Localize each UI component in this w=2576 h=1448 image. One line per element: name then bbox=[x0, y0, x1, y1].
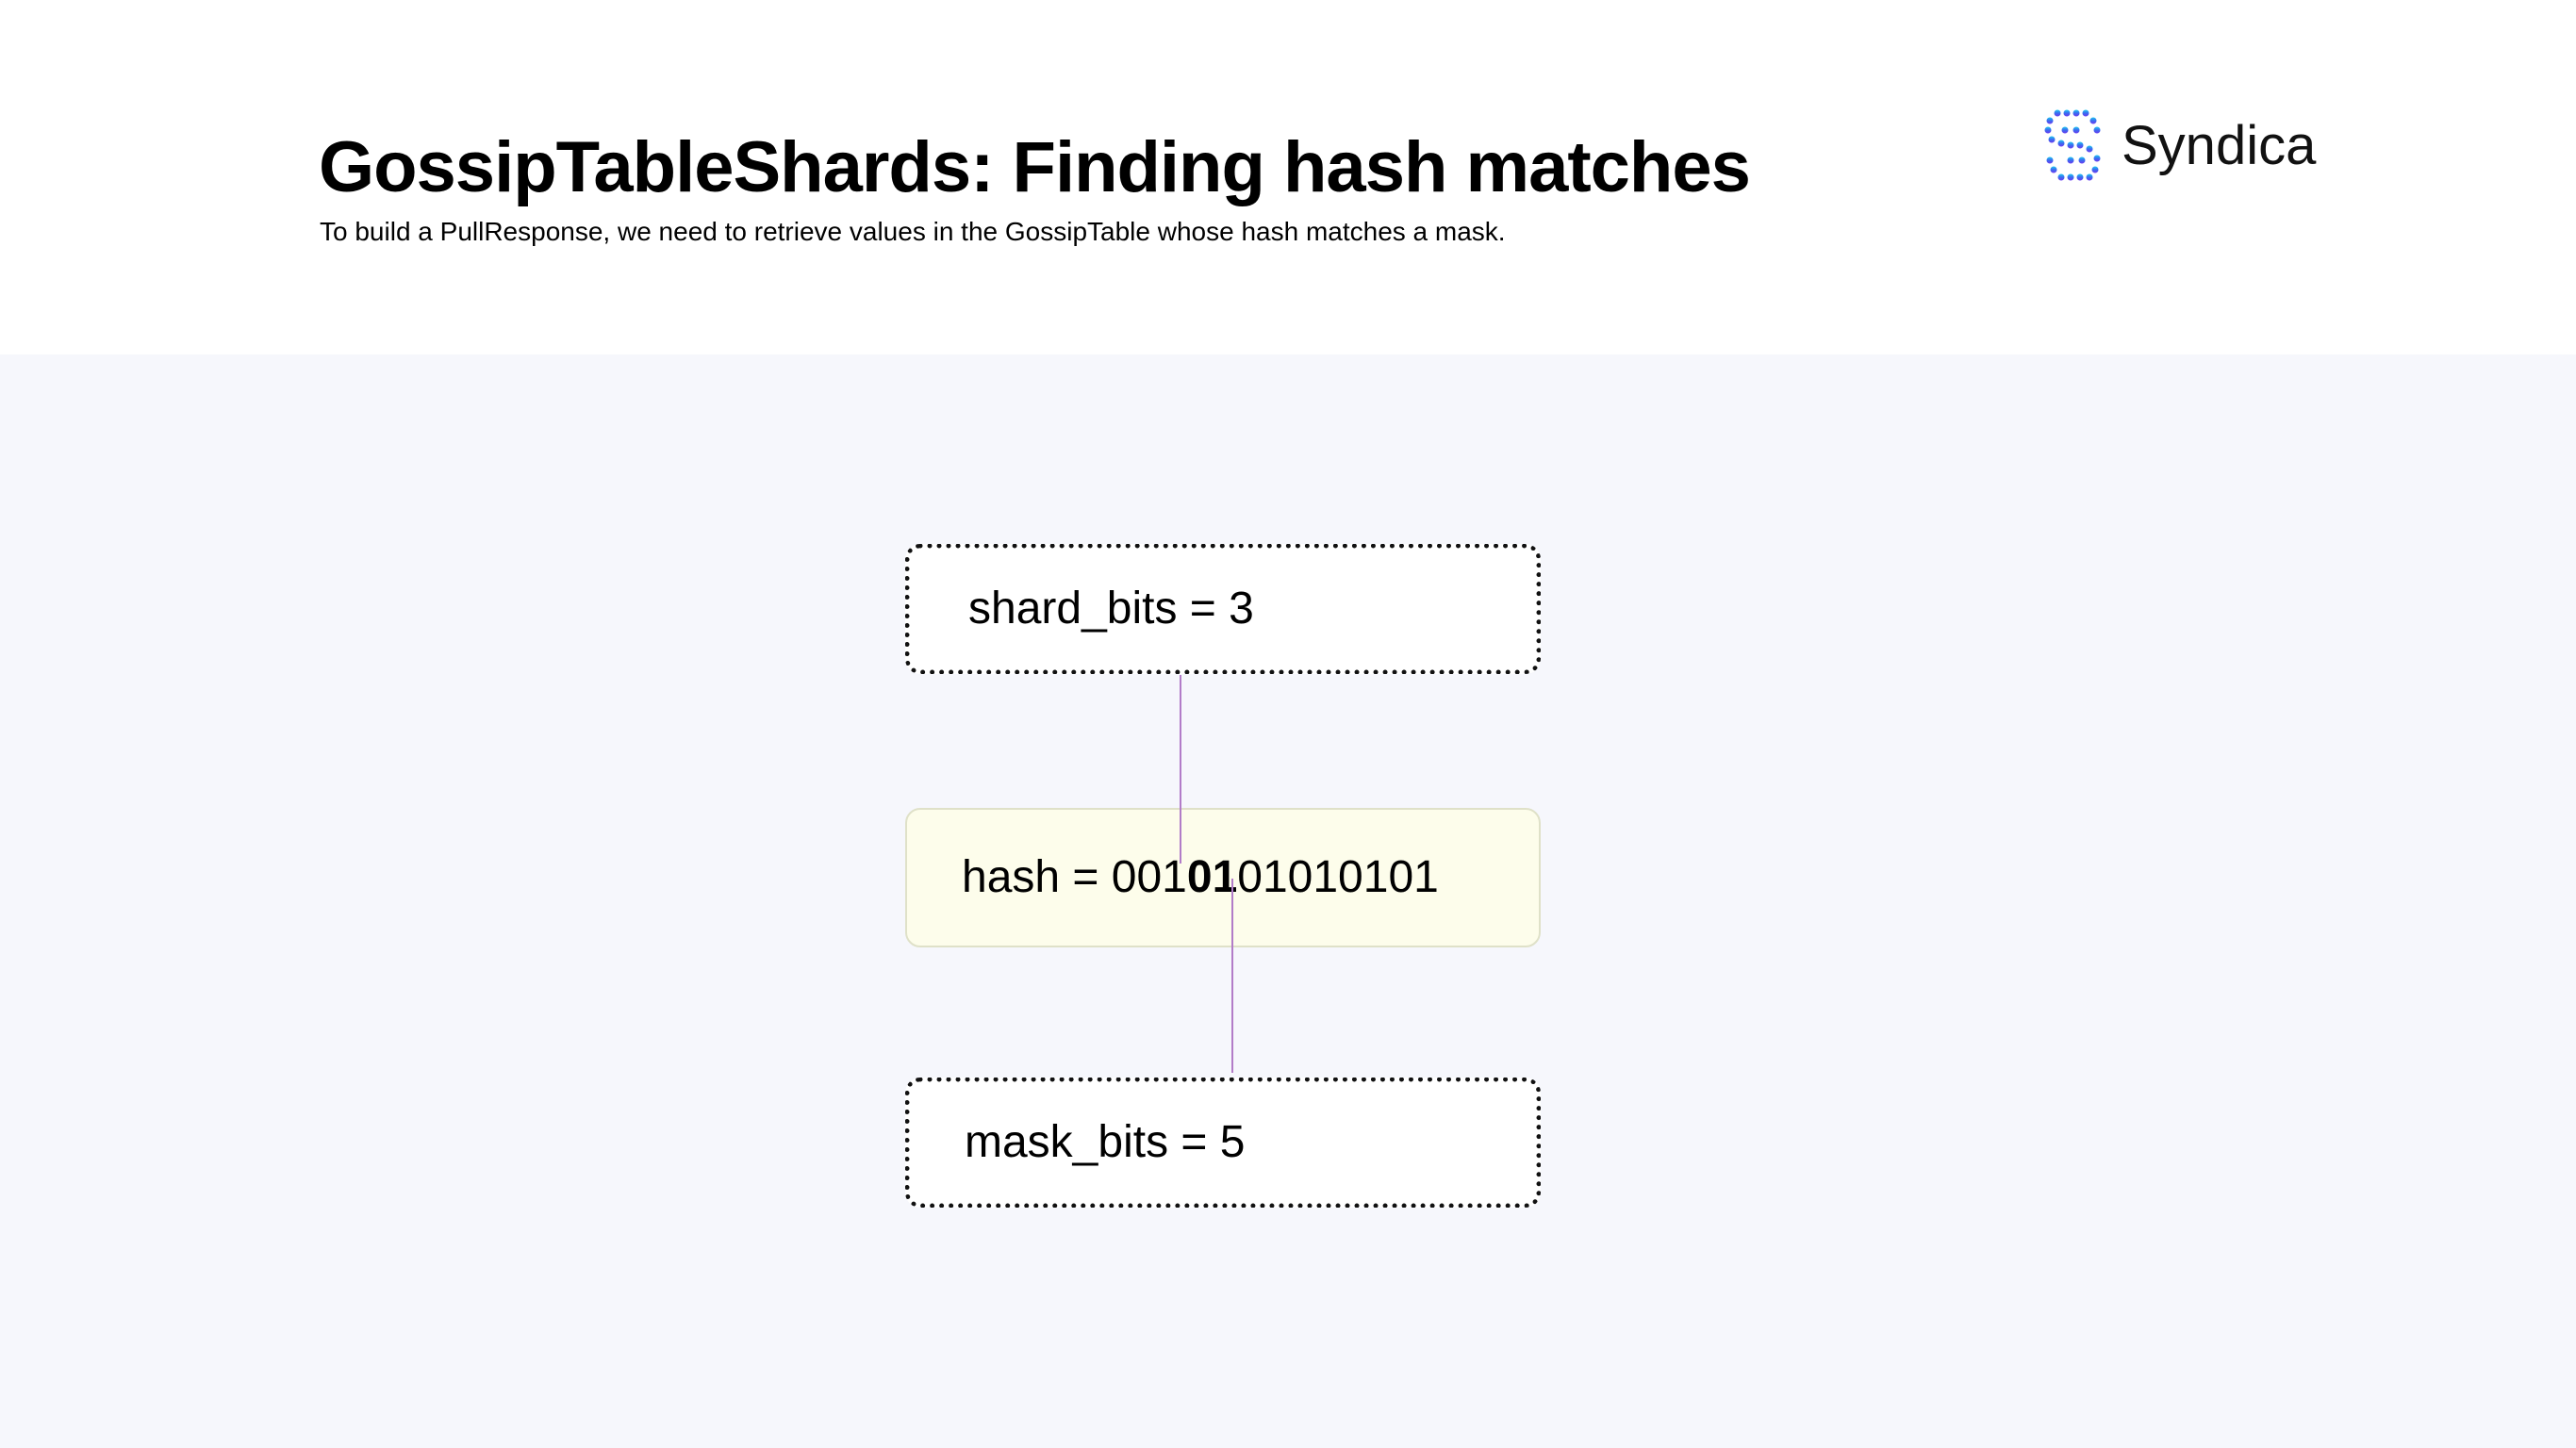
hash-box: hash = 0010101010101 bbox=[905, 808, 1541, 947]
hash-label: hash = 0010101010101 bbox=[962, 851, 1439, 904]
mask-bits-box: mask_bits = 5 bbox=[905, 1078, 1541, 1208]
logo-wordmark: Syndica bbox=[2122, 115, 2317, 176]
page-title: GossipTableShards: Finding hash matches bbox=[319, 127, 1751, 207]
hash-suffix: 01010101 bbox=[1237, 852, 1439, 902]
mask-bits-label: mask_bits = 5 bbox=[965, 1117, 1246, 1167]
shard-bits-box: shard_bits = 3 bbox=[905, 544, 1541, 674]
shard-bits-connector bbox=[1180, 675, 1181, 864]
mask-bits-connector bbox=[1231, 879, 1233, 1073]
hash-prefix: hash = 001 bbox=[962, 852, 1187, 902]
syndica-logo-icon bbox=[2044, 109, 2101, 181]
page-subtitle: To build a PullResponse, we need to retr… bbox=[320, 217, 1506, 246]
hash-highlight-bits: 01 bbox=[1186, 852, 1238, 902]
shard-bits-label: shard_bits = 3 bbox=[968, 584, 1254, 634]
slide-header: GossipTableShards: Finding hash matches … bbox=[0, 0, 2576, 354]
